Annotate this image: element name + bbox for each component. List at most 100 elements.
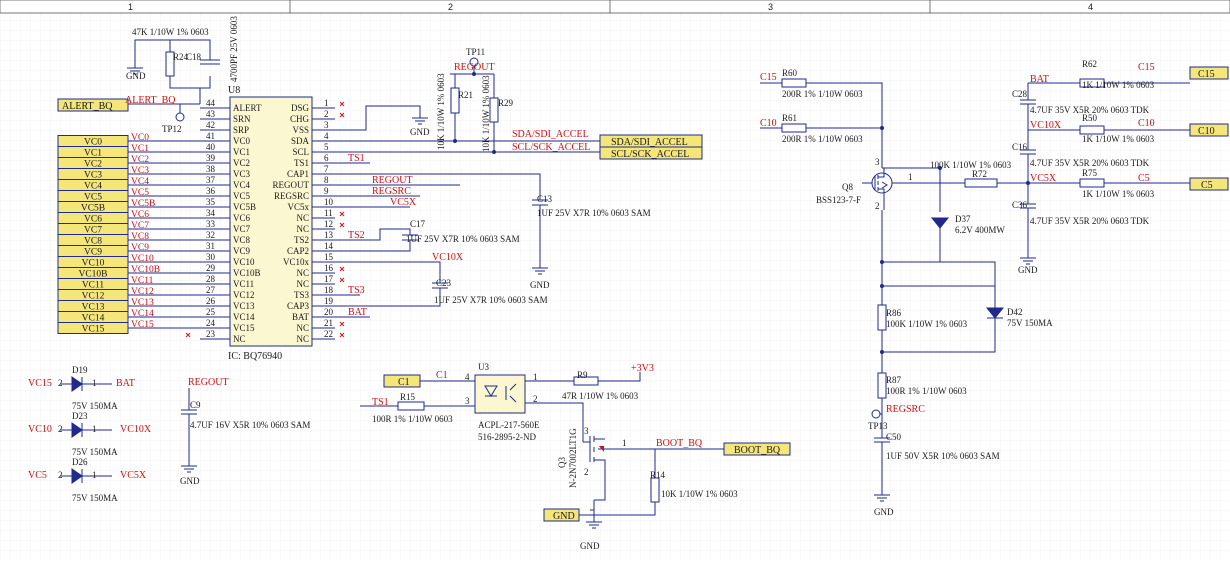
- d19-refdes: D19: [72, 365, 88, 375]
- ic-left-pin-name: VC1: [233, 147, 250, 157]
- d19-value: 75V 150MA: [72, 401, 118, 411]
- bat-net-c28: BAT: [1030, 74, 1049, 85]
- ic-right-pin-number: 14: [324, 241, 334, 251]
- ic-right-pin-name: CAP1: [287, 169, 309, 179]
- vc-net-label: VC10: [131, 254, 154, 264]
- ic-left-pin-name: VC0: [233, 136, 251, 146]
- r14-value: 10K 1/10W 1% 0603: [661, 489, 738, 499]
- bat-net-d19: BAT: [116, 378, 135, 389]
- vc-port-label: VC3: [84, 171, 102, 181]
- boot-bq-port-label: BOOT_BQ: [734, 445, 781, 456]
- vc-net-label: VC3: [131, 166, 149, 176]
- q3-body-diode: [599, 446, 604, 452]
- scl-port[interactable]: [599, 146, 703, 160]
- c28-value: 4.7UF 35V X5R 20% 0603 TDK: [1030, 105, 1150, 115]
- r29-refdes: R29: [498, 98, 514, 108]
- vc-port-label: VC13: [82, 303, 105, 313]
- ic-right-pin-name: REGOUT: [273, 180, 310, 190]
- ic-left-pin-name: VC5B: [233, 202, 256, 212]
- ic-right-pin-name: CAP2: [287, 246, 309, 256]
- r9-value: 47R 1/10W 1% 0603: [562, 391, 639, 401]
- vc-port-label: VC10: [82, 259, 105, 269]
- ic-right-pin-name: SCL: [292, 147, 309, 157]
- ic-right-pin-number: 17: [324, 274, 334, 284]
- ic-left-pin-name: VC9: [233, 246, 251, 256]
- vc-net-label: VC13: [131, 298, 154, 308]
- ic-body: [229, 96, 313, 347]
- frame-column-4: 4: [1088, 2, 1093, 12]
- d26-pin-1: 1: [92, 470, 97, 480]
- ic-left-pin-number: 42: [206, 120, 215, 130]
- ic-left-pin-number: 32: [206, 230, 215, 240]
- c10-port[interactable]: [1189, 123, 1229, 137]
- vc5x-net-label: VC5X: [390, 197, 417, 208]
- c36-value: 4.7UF 35V X5R 20% 0603 TDK: [1030, 216, 1150, 226]
- u3-pin-4: 4: [465, 372, 470, 382]
- r21-refdes: R21: [458, 90, 473, 100]
- alert-bq-port[interactable]: [57, 98, 129, 112]
- gnd-label-c50: GND: [874, 507, 894, 517]
- c13-refdes: C13: [537, 194, 553, 204]
- vc-net-label: VC7: [131, 221, 149, 231]
- ic-right-pin-name: DSG: [291, 103, 310, 113]
- vc-net-label: VC12: [131, 287, 154, 297]
- frame-column-3: 3: [768, 2, 773, 12]
- q3-refdes: Q3: [557, 457, 567, 468]
- scl-net-label: SCL/SCK_ACCEL: [512, 142, 590, 153]
- boot-bq-port[interactable]: [723, 442, 791, 456]
- r72-refdes: R72: [972, 169, 987, 179]
- r15-refdes: R15: [400, 392, 416, 402]
- gnd-label-c9: GND: [180, 476, 200, 486]
- ic-right-pin-number: 10: [324, 197, 334, 207]
- ic-left-pin-number: 29: [206, 263, 216, 273]
- gnd-label-c36: GND: [1018, 265, 1038, 275]
- vc-net-label: VC5: [131, 188, 149, 198]
- ic-right-pin-name: TS2: [294, 235, 309, 245]
- vc-net-label: VC8: [131, 232, 149, 242]
- vc-port-column: VC0VC1VC2VC3VC4VC5VC5BVC6VC7VC8VC9VC10VC…: [57, 135, 129, 335]
- c23-value: 1UF 25V X7R 10% 0603 SAM: [434, 295, 548, 305]
- ic-left-pin-name: VC4: [233, 180, 251, 190]
- c9-refdes: C9: [190, 400, 201, 410]
- vc5x-net-d26: VC5X: [120, 470, 147, 481]
- vc-port-label: VC11: [82, 281, 105, 291]
- r61-value: 200R 1% 1/10W 0603: [782, 134, 863, 144]
- c15-port[interactable]: [1189, 66, 1229, 80]
- r50-value: 1K 1/10W 1% 0603: [1082, 134, 1155, 144]
- c28-refdes: C28: [1012, 89, 1028, 99]
- c1-net-label: C1: [436, 370, 448, 381]
- ic-right-pin-name: TS1: [294, 158, 309, 168]
- ic-right-pin-name: CHG: [290, 114, 310, 124]
- c15-port-label: C15: [1198, 69, 1215, 80]
- d42-refdes: D42: [1007, 307, 1023, 317]
- vc15-net-label: VC15: [28, 378, 52, 389]
- r86-value: 100K 1/10W 1% 0603: [886, 319, 968, 329]
- c5-port[interactable]: [1189, 177, 1229, 191]
- gnd-port[interactable]: [543, 508, 580, 522]
- vc5-net-label: VC5: [28, 470, 47, 481]
- vc-port-label: VC4: [84, 182, 102, 192]
- ic-right-pin-number: 12: [324, 219, 333, 229]
- ic-right-pin-name: NC: [296, 334, 309, 344]
- vc-net-label: VC10B: [131, 265, 160, 275]
- ic-left-pin-name: VC10B: [233, 268, 261, 278]
- regsrc-net-label: REGSRC: [886, 404, 925, 415]
- vc-net-label: VC9: [131, 243, 149, 253]
- ic-left-pin-number: 36: [206, 186, 216, 196]
- ic-right-pin-number: 20: [324, 307, 334, 317]
- c1-port[interactable]: [383, 374, 421, 388]
- c5-net-right: C5: [1138, 173, 1150, 184]
- ic-right-pin-name: VC5x: [287, 202, 309, 212]
- ic-left-pin-number: 41: [206, 131, 215, 141]
- r24-value: 47K 1/10W 1% 0603: [132, 27, 209, 37]
- ic-right-pin-number: 16: [324, 263, 334, 273]
- vc10x-net-d23: VC10X: [120, 424, 152, 435]
- ts3-net-label: TS3: [348, 285, 365, 296]
- ic-left-pin-name: VC8: [233, 235, 251, 245]
- ic-part: IC: BQ76940: [228, 351, 282, 362]
- r24-refdes: R24: [173, 52, 189, 62]
- ic-left-pin-name: VC5: [233, 191, 251, 201]
